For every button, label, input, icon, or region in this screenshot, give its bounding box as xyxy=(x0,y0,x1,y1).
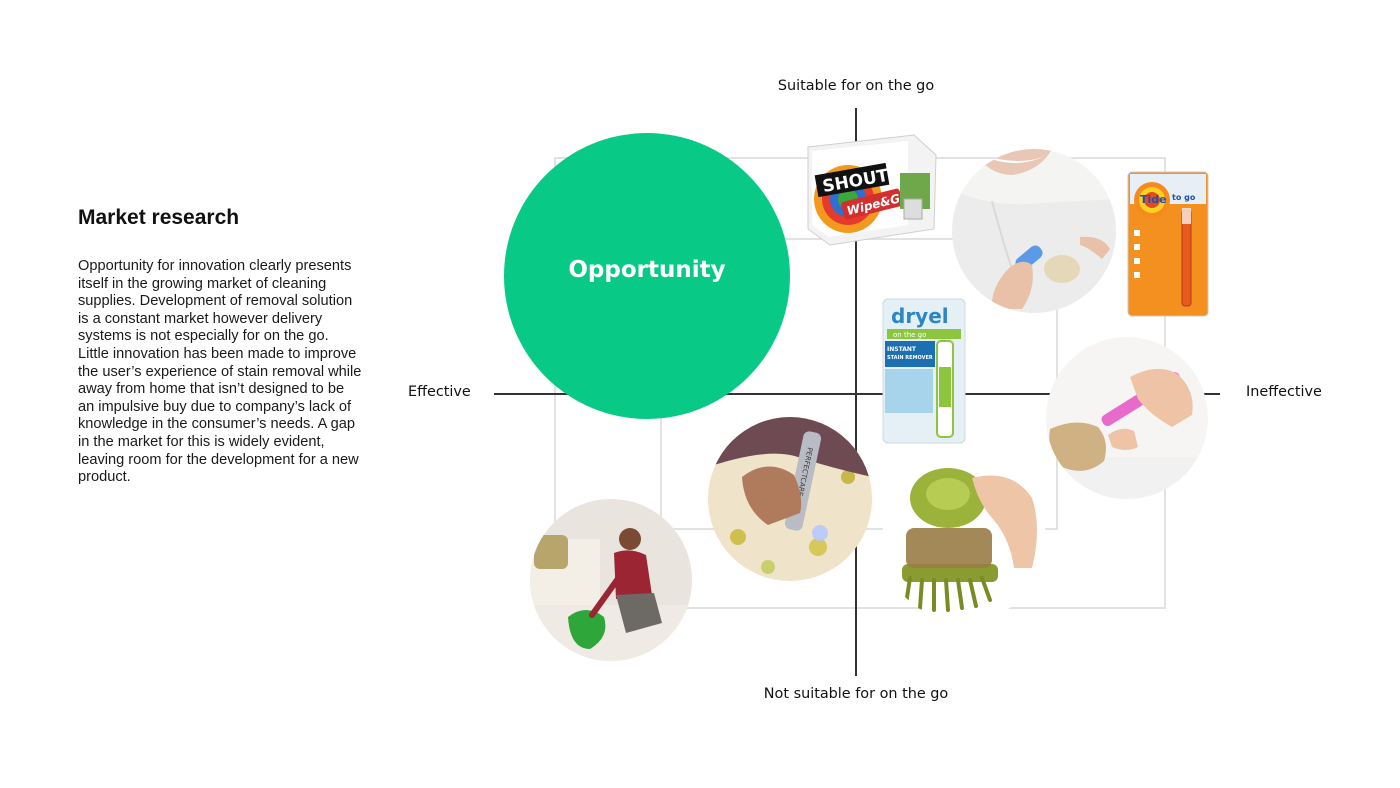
dryel-line2: STAIN REMOVER xyxy=(887,355,933,361)
photo-dish-brush xyxy=(882,458,1046,622)
axis-label-left: Effective xyxy=(408,384,471,400)
section-heading: Market research xyxy=(78,206,240,229)
tide-sub: to go xyxy=(1172,193,1196,202)
photo-shirt-stain xyxy=(952,149,1116,313)
opportunity-circle: Opportunity xyxy=(504,133,790,419)
product-tide-to-go: Tide to go xyxy=(1126,170,1210,318)
horizontal-axis xyxy=(494,393,1220,395)
product-shout-wipe-go: SHOUT Wipe&Go xyxy=(804,133,938,246)
tide-brand: Tide xyxy=(1140,193,1167,206)
product-dryel-on-the-go: dryel on the go INSTANT STAIN REMOVER xyxy=(881,297,967,445)
section-description: Opportunity for innovation clearly prese… xyxy=(78,258,362,486)
dryel-line1: INSTANT xyxy=(887,346,917,353)
photo-stain-pen-fabric xyxy=(1046,337,1208,499)
axis-label-bottom: Not suitable for on the go xyxy=(763,686,949,702)
vertical-axis xyxy=(855,108,857,676)
photo-woman-vacuum xyxy=(530,499,692,661)
dryel-sub: on the go xyxy=(893,331,926,339)
axis-label-right: Ineffective xyxy=(1246,384,1322,400)
photo-perfectcare-pen: PERFECTCARE xyxy=(708,417,872,581)
dryel-brand: dryel xyxy=(891,304,949,328)
opportunity-label: Opportunity xyxy=(568,257,726,283)
axis-label-top: Suitable for on the go xyxy=(777,78,935,94)
